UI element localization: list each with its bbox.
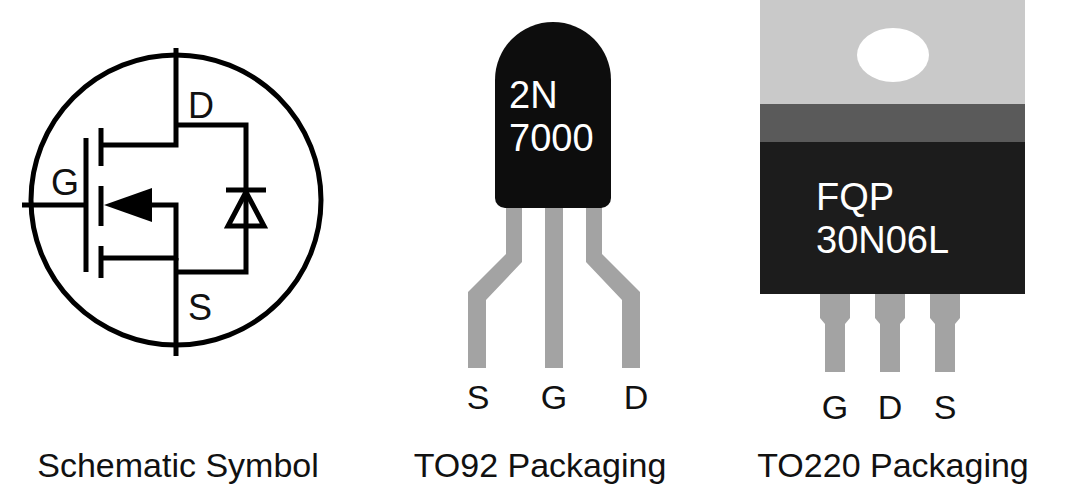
to220-tab [760, 0, 1025, 146]
body-shoulder [760, 104, 1025, 146]
metal-tab [760, 0, 1025, 112]
to92-body: 2N 7000 [495, 22, 611, 208]
diode-wire [176, 125, 246, 272]
to92-leads [468, 200, 640, 368]
channel-segment [99, 186, 104, 226]
pin-name: S [467, 380, 490, 414]
to220-leads [820, 290, 960, 372]
part-marking: FQP 30N06L [816, 176, 949, 261]
mount-hole [857, 28, 929, 82]
pin-name: G [822, 390, 848, 424]
gate-lead [22, 203, 86, 208]
lead [875, 290, 905, 372]
pin-name: G [51, 165, 79, 201]
diode-triangle [228, 192, 264, 226]
lead [468, 200, 522, 368]
caption: TO220 Packaging [757, 448, 1029, 482]
caption: Schematic Symbol [37, 448, 319, 482]
lead [586, 200, 640, 368]
caption: TO92 Packaging [414, 448, 667, 482]
gate-plate [84, 138, 89, 272]
pin-name: G [541, 380, 567, 414]
part-marking: 2N 7000 [509, 74, 594, 159]
drain-wire [101, 48, 176, 145]
channel-segment [99, 246, 104, 278]
lead [820, 290, 850, 372]
lead [930, 290, 960, 372]
mosfet-symbol [22, 48, 321, 356]
pin-name: S [934, 390, 957, 424]
channel-arrow [104, 188, 152, 222]
lead [545, 200, 563, 368]
pin-name: S [188, 290, 212, 326]
pin-name: D [188, 88, 214, 124]
pin-name: D [878, 390, 903, 424]
to220-body: FQP 30N06L [760, 142, 1025, 294]
pin-name: D [624, 380, 649, 414]
